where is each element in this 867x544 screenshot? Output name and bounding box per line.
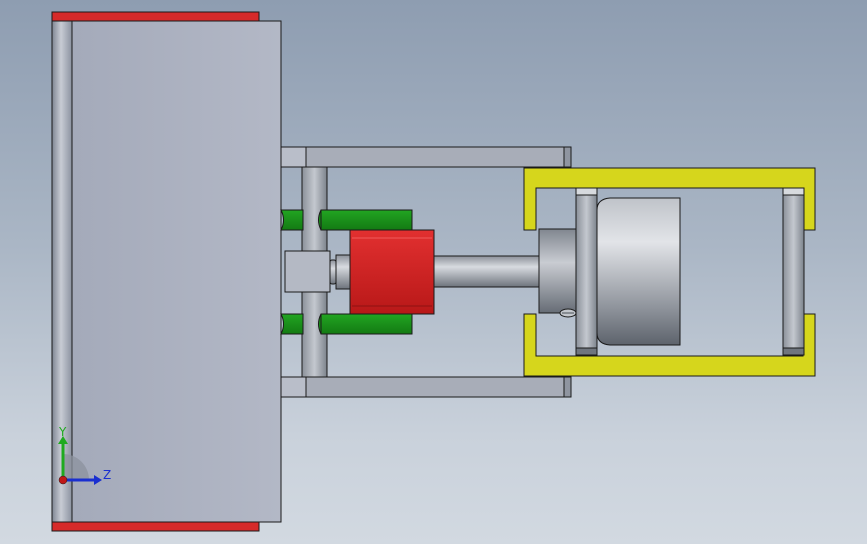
left-flange-top-cap xyxy=(575,187,598,196)
drive-shaft[interactable] xyxy=(329,254,541,290)
green-clamp-bottom-hook xyxy=(280,313,304,335)
green-clamp-top-hook xyxy=(280,209,304,231)
left-flange-body xyxy=(575,187,598,356)
left-flange-bottom-cap xyxy=(575,347,598,356)
triad-z-arrowhead xyxy=(94,475,102,485)
triad-y-label: Y xyxy=(58,425,67,439)
base-plate[interactable] xyxy=(51,11,282,532)
bracket-top-arm-end xyxy=(563,146,572,168)
bracket-bottom-tab xyxy=(280,376,307,398)
motor-body[interactable] xyxy=(596,197,681,346)
green-clamp-bottom[interactable] xyxy=(280,313,413,335)
reference-triad[interactable]: Y Z xyxy=(58,425,111,485)
shaft-tip xyxy=(329,259,337,285)
motor-hub[interactable] xyxy=(538,228,578,314)
top-red-rail[interactable] xyxy=(51,11,260,22)
green-clamp-bottom-bar xyxy=(320,313,413,335)
motor-left-flange[interactable] xyxy=(575,187,598,356)
triad-y-arrowhead xyxy=(58,436,68,444)
red-coupling-block[interactable] xyxy=(349,229,435,315)
bracket-top-tab xyxy=(280,146,307,168)
base-plate-face xyxy=(71,20,282,523)
bracket-bottom-arm xyxy=(305,376,565,398)
triad-origin xyxy=(58,475,68,485)
triad-plane-quarter xyxy=(63,454,89,480)
right-flange-body xyxy=(782,187,805,356)
bottom-red-rail[interactable] xyxy=(51,521,260,532)
motor-right-flange[interactable] xyxy=(782,187,805,356)
red-block-body xyxy=(349,229,435,315)
bracket-top-arm xyxy=(305,146,565,168)
triad-z-label: Z xyxy=(103,468,111,482)
shaft-rod xyxy=(433,255,541,288)
green-clamp-top[interactable] xyxy=(280,209,413,231)
bracket-post-notch xyxy=(284,250,331,293)
bracket-assembly[interactable] xyxy=(280,146,572,398)
green-clamp-top-bar xyxy=(320,209,413,231)
right-flange-bottom-cap xyxy=(782,347,805,356)
right-flange-top-cap xyxy=(782,187,805,196)
bracket-bottom-arm-end xyxy=(563,376,572,398)
